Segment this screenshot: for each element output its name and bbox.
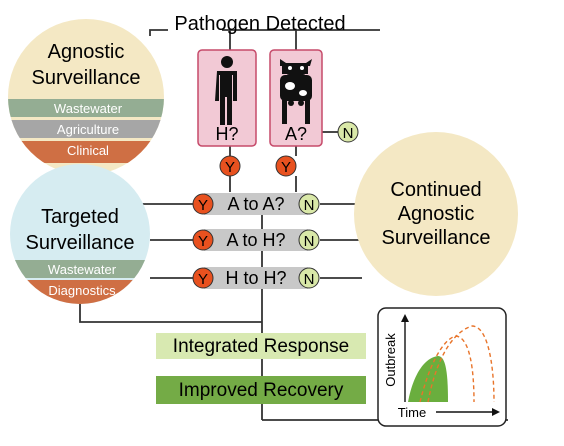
animal-host-box: A?	[269, 49, 323, 147]
integrated-response-label: Integrated Response	[173, 336, 349, 357]
targeted-label-line2: Surveillance	[26, 232, 135, 254]
yes-badge-animal: Y	[275, 155, 297, 177]
yes-label: Y	[198, 233, 208, 250]
cow-icon	[280, 59, 312, 124]
transmission-row-a-to-h: A to H? Y N	[192, 229, 320, 251]
band-targeted-wastewater-label: Wastewater	[48, 262, 117, 277]
no-label: N	[304, 233, 315, 250]
transmission-bar	[204, 267, 308, 289]
transmission-label: A to A?	[227, 194, 284, 214]
band-targeted-wastewater	[10, 260, 150, 278]
band-wastewater-label: Wastewater	[54, 101, 123, 116]
band-diagnostics-label: Diagnostics	[48, 283, 116, 298]
human-host-box: H?	[197, 49, 257, 147]
x-axis-arrow-icon	[492, 408, 500, 416]
transmission-label: H to H?	[225, 268, 286, 288]
transmission-row-a-to-a: A to A? Y N	[192, 193, 320, 215]
outbreak-curve-plot: Outbreak Time	[377, 307, 507, 427]
improved-recovery-label: Improved Recovery	[179, 380, 344, 401]
integrated-response-box: Integrated Response	[156, 333, 366, 359]
improved-recovery-box: Improved Recovery	[156, 376, 366, 404]
yes-label: Y	[281, 159, 291, 176]
transmission-label: A to H?	[226, 230, 285, 250]
human-label: H?	[215, 124, 238, 144]
human-icon	[215, 56, 237, 125]
agnostic-label-line1: Agnostic	[48, 41, 125, 63]
targeted-label-line1: Targeted	[41, 206, 119, 228]
transmission-bar	[204, 193, 308, 215]
y-axis-label: Outbreak	[383, 333, 398, 387]
yes-label: Y	[225, 159, 235, 176]
continued-surveillance: Continued Agnostic Surveillance	[354, 132, 518, 296]
no-label: N	[304, 197, 315, 214]
x-axis-label: Time	[398, 405, 426, 420]
agnostic-label-line2: Surveillance	[32, 67, 141, 89]
continued-line2: Agnostic	[398, 203, 475, 225]
transmission-bar	[204, 229, 308, 251]
line-targeted-to-response	[79, 304, 262, 323]
continued-line1: Continued	[390, 179, 481, 201]
transmission-row-h-to-h: H to H? Y N	[192, 267, 320, 289]
no-badge-animal: N	[337, 121, 359, 143]
band-clinical-label: Clinical	[67, 143, 109, 158]
outbreak-curve-dashed-2	[427, 325, 495, 403]
continued-line3: Surveillance	[382, 227, 491, 249]
line-agnostic-to-title	[149, 29, 168, 36]
band-agriculture-label: Agriculture	[57, 122, 119, 137]
band-agriculture	[8, 120, 164, 138]
no-label: N	[304, 271, 315, 288]
outbreak-curve-dashed-1	[419, 335, 475, 403]
y-axis-arrow-icon	[401, 314, 409, 322]
band-clinical	[8, 141, 164, 163]
band-wastewater	[8, 99, 164, 117]
targeted-surveillance: Targeted Surveillance Wastewater Diagnos…	[10, 164, 150, 304]
yes-badge-human: Y	[219, 155, 241, 177]
animal-label: A?	[285, 124, 307, 144]
yes-label: Y	[198, 271, 208, 288]
agnostic-surveillance: Agnostic Surveillance Wastewater Agricul…	[8, 19, 164, 175]
yes-label: Y	[198, 197, 208, 214]
no-label: N	[343, 125, 354, 142]
continued-circle	[354, 132, 518, 296]
diagram-title: Pathogen Detected	[174, 13, 345, 35]
